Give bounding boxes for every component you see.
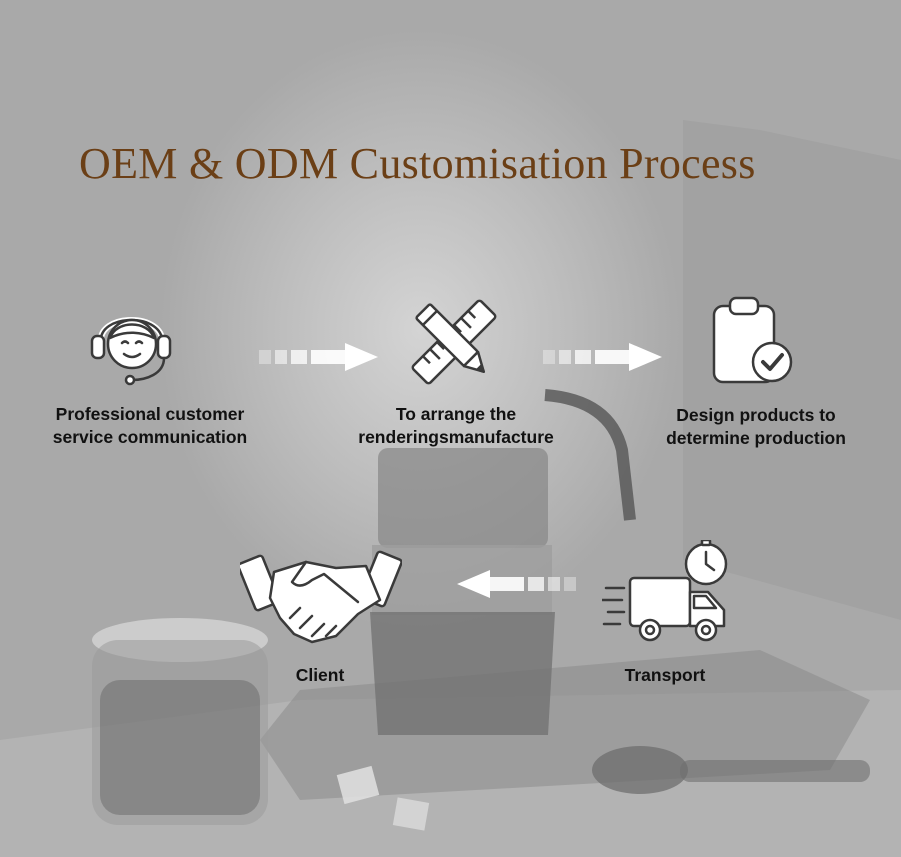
flow-arrow-right <box>542 342 664 377</box>
step-label-renderings: To arrange the renderingsmanufacture <box>349 403 563 449</box>
step-label-line: determine production <box>666 428 846 448</box>
step-label-line: service communication <box>52 427 248 447</box>
step-label-line: Client <box>295 665 345 685</box>
flow-arrow-left <box>455 569 577 604</box>
headset-support-icon <box>86 296 178 388</box>
step-label-line: Design products to <box>676 405 836 425</box>
step-label-line: Transport <box>624 665 706 685</box>
step-label-customer-service: Professional customer service communicat… <box>46 403 254 449</box>
pencil-ruler-icon <box>408 296 500 388</box>
handshake-icon <box>240 544 402 644</box>
step-label-transport: Transport <box>605 664 725 687</box>
step-label-line: To arrange the <box>395 404 517 424</box>
step-label-client: Client <box>270 664 370 687</box>
step-label-line: renderingsmanufacture <box>358 427 554 447</box>
fast-delivery-truck-icon <box>602 540 732 648</box>
flow-arrow-right <box>258 342 380 377</box>
step-label-design-products: Design products to determine production <box>656 404 856 450</box>
page-title: OEM & ODM Customisation Process <box>79 139 756 188</box>
clipboard-check-icon <box>706 294 798 388</box>
step-label-line: Professional customer <box>55 404 245 424</box>
